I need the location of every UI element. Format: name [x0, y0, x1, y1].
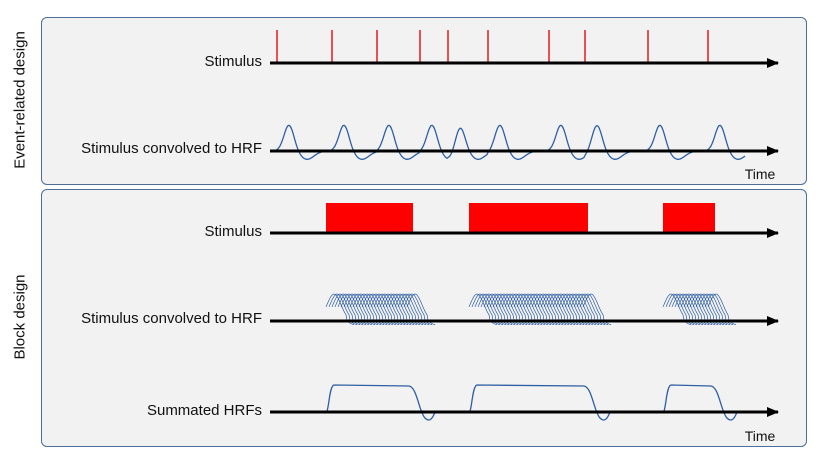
bd-summated-hrfs [325, 384, 738, 421]
er-hrf-curve [275, 124, 746, 160]
bd-summated-curve [325, 384, 436, 421]
er-convolved-label: Stimulus convolved to HRF [81, 140, 262, 157]
bd-stimulus-block [326, 203, 413, 233]
er-stimulus-label: Stimulus [204, 53, 262, 70]
event-related-panel [41, 17, 807, 185]
bd-hrf-trace [576, 293, 606, 325]
er-hrf-responses [275, 124, 746, 160]
bd-hrf-trace [701, 293, 731, 325]
bd-summed-label: Summated HRFs [147, 402, 262, 419]
bd-hrf-trace [707, 293, 737, 325]
bd-hrf-trace [573, 293, 603, 325]
bd-hrf-trace [403, 293, 433, 325]
bd-hrf-trace [579, 293, 609, 325]
bd-stimulus-block [663, 203, 715, 233]
bd-summated-curve [662, 384, 738, 421]
bd-hrf-trace [406, 293, 436, 325]
bd-hrf-trace [704, 293, 734, 325]
bd-convolved-label: Stimulus convolved to HRF [81, 310, 262, 327]
er-stimulus-spikes [276, 30, 709, 63]
bd-hrf-trace [582, 293, 612, 325]
bd-stimulus-label: Stimulus [204, 223, 262, 240]
bd-time-label: Time [745, 428, 776, 444]
bd-stimulus-blocks [326, 203, 715, 233]
bd-hrf-trace [698, 293, 728, 325]
bd-hrf-trace [397, 293, 427, 325]
bd-hrf-trace [400, 293, 430, 325]
bd-hrf-stacks [325, 293, 737, 325]
bd-stimulus-block [469, 203, 588, 233]
er-time-label: Time [745, 166, 776, 182]
bd-summated-curve [468, 384, 611, 421]
